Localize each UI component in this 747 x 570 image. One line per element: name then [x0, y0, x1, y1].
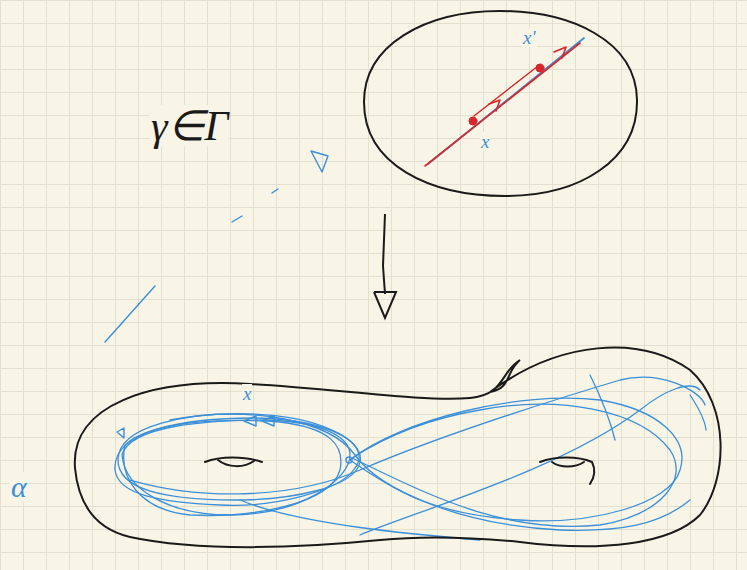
point-label: x'	[522, 28, 537, 47]
point-label: x	[480, 132, 490, 151]
covering-map-arrow	[374, 214, 396, 318]
curve-label: α	[10, 472, 28, 502]
surface-hole	[552, 462, 584, 467]
node-outline-path	[364, 11, 637, 196]
hyperbolic-disk: x' x	[362, 8, 642, 200]
axis-line	[425, 43, 580, 166]
arrow-head	[374, 292, 396, 318]
direction-arrow	[262, 416, 274, 426]
surface-hole	[540, 458, 594, 485]
stray-stroke	[232, 216, 242, 222]
direction-arrow	[244, 416, 256, 426]
point-dot	[469, 117, 477, 125]
point-dot	[536, 64, 544, 72]
point-label: x	[242, 384, 252, 403]
translation-arrow	[474, 66, 538, 116]
surface-hole	[218, 460, 254, 466]
closed-curve	[115, 375, 706, 540]
node-outline	[70, 328, 722, 552]
node-outline	[362, 8, 642, 200]
genus-two-surface: x	[70, 328, 722, 552]
stray-mark	[311, 151, 328, 172]
translation-arrow	[489, 100, 500, 111]
stray-stroke	[105, 286, 155, 342]
group-element-label: γ∈Γ	[150, 105, 229, 147]
direction-arrow	[117, 428, 124, 438]
stray-stroke	[272, 189, 278, 193]
node-outline-path	[75, 348, 721, 548]
translation-arrow	[554, 47, 566, 58]
arrow-shaft	[383, 214, 385, 294]
base-point	[346, 457, 352, 463]
